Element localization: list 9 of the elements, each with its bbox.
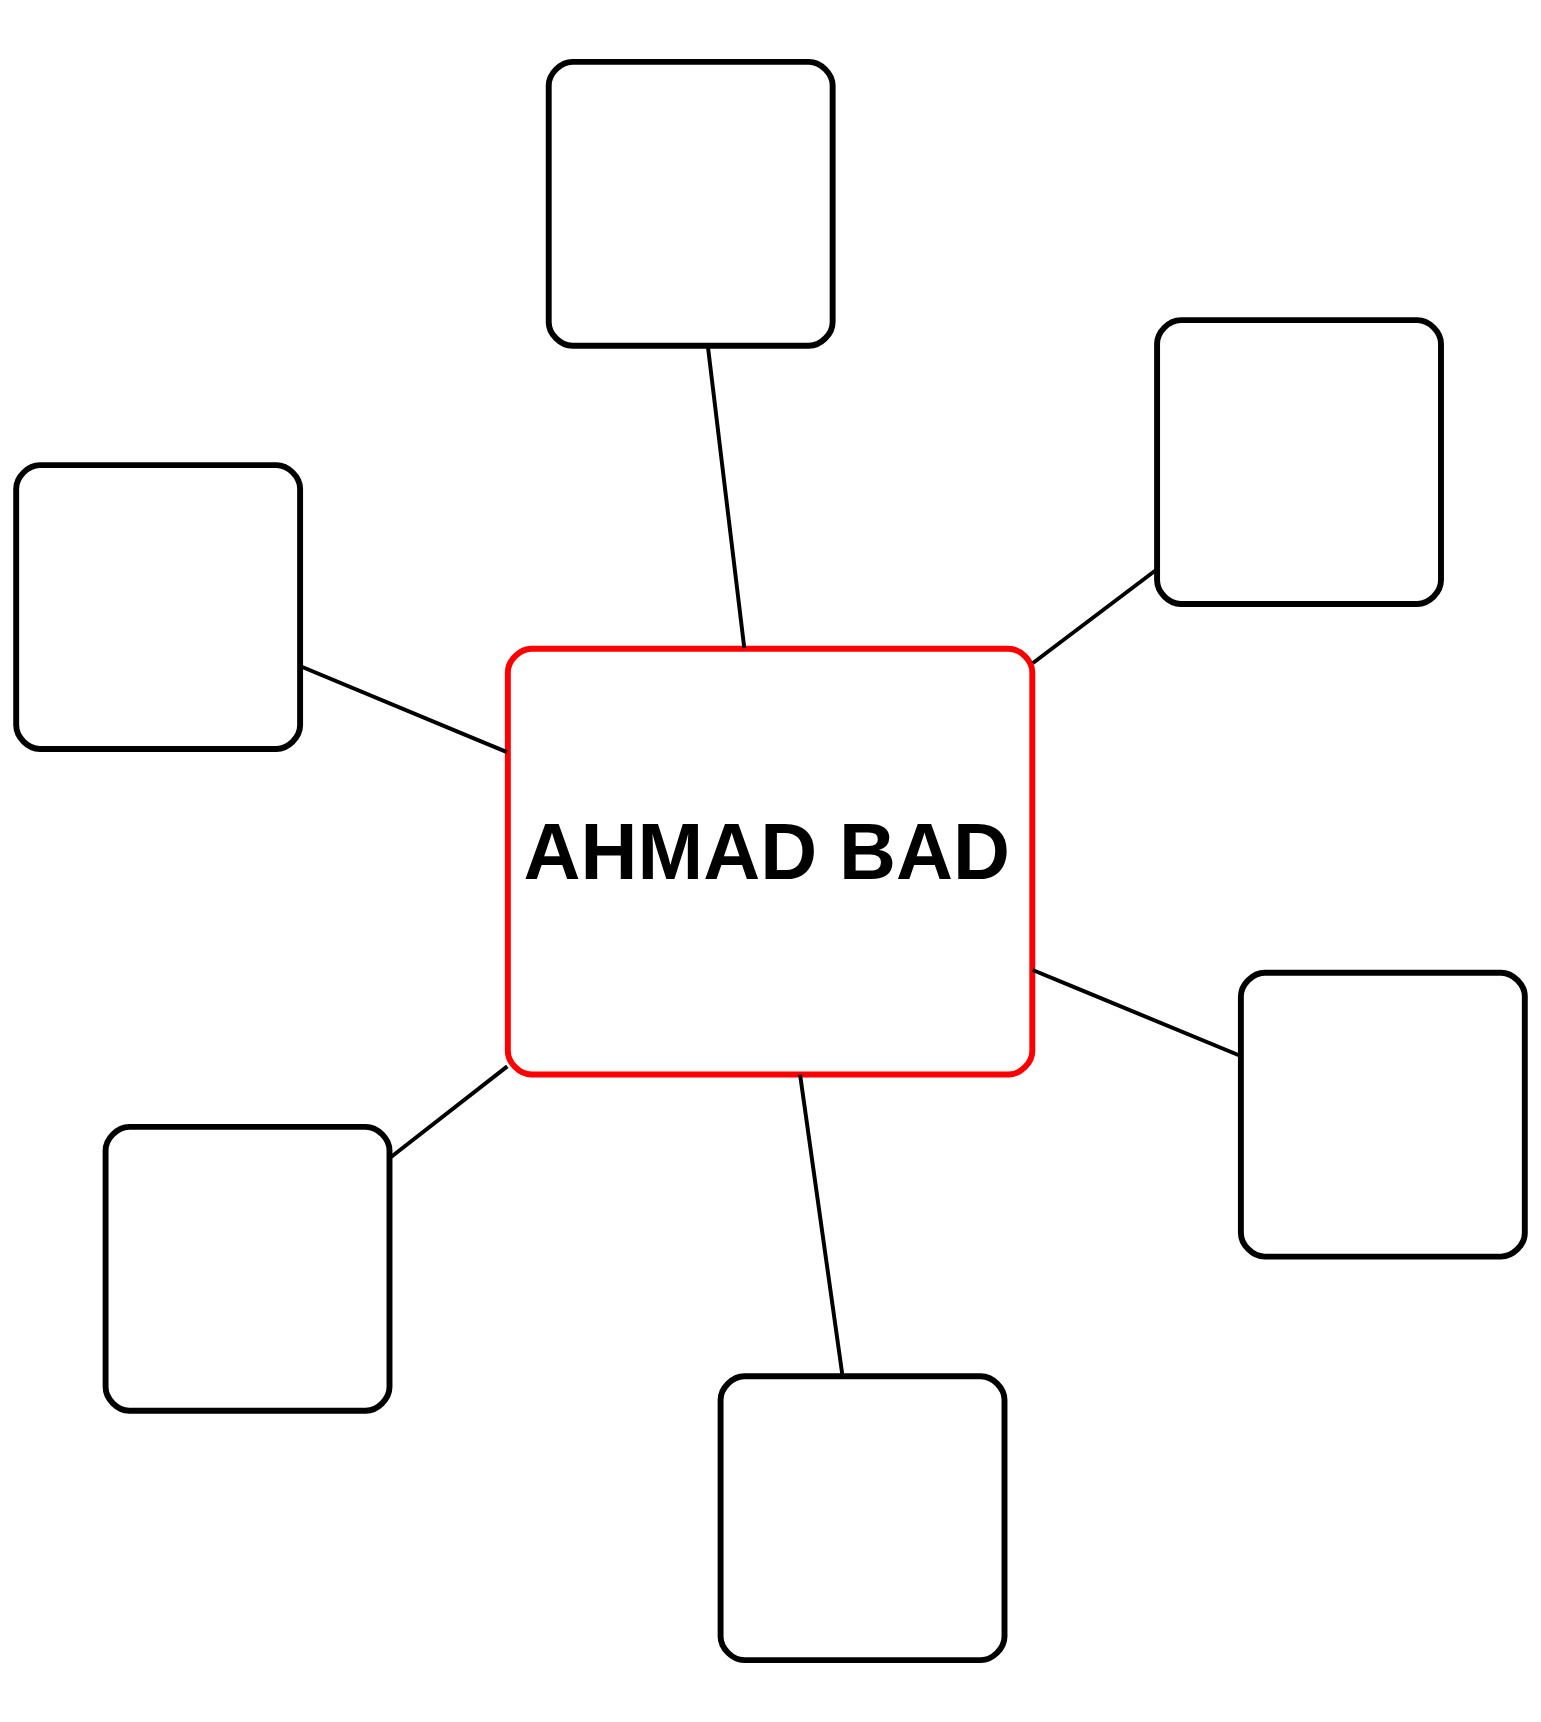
node-box [545,58,836,349]
node-box [1237,969,1528,1260]
connector [705,345,747,649]
node-box [13,462,304,752]
node-box: AHMAD BAD [504,645,1036,1078]
node-box [717,1373,1008,1664]
node-box [102,1123,393,1414]
connector [798,1074,845,1377]
node-box [1154,317,1444,607]
